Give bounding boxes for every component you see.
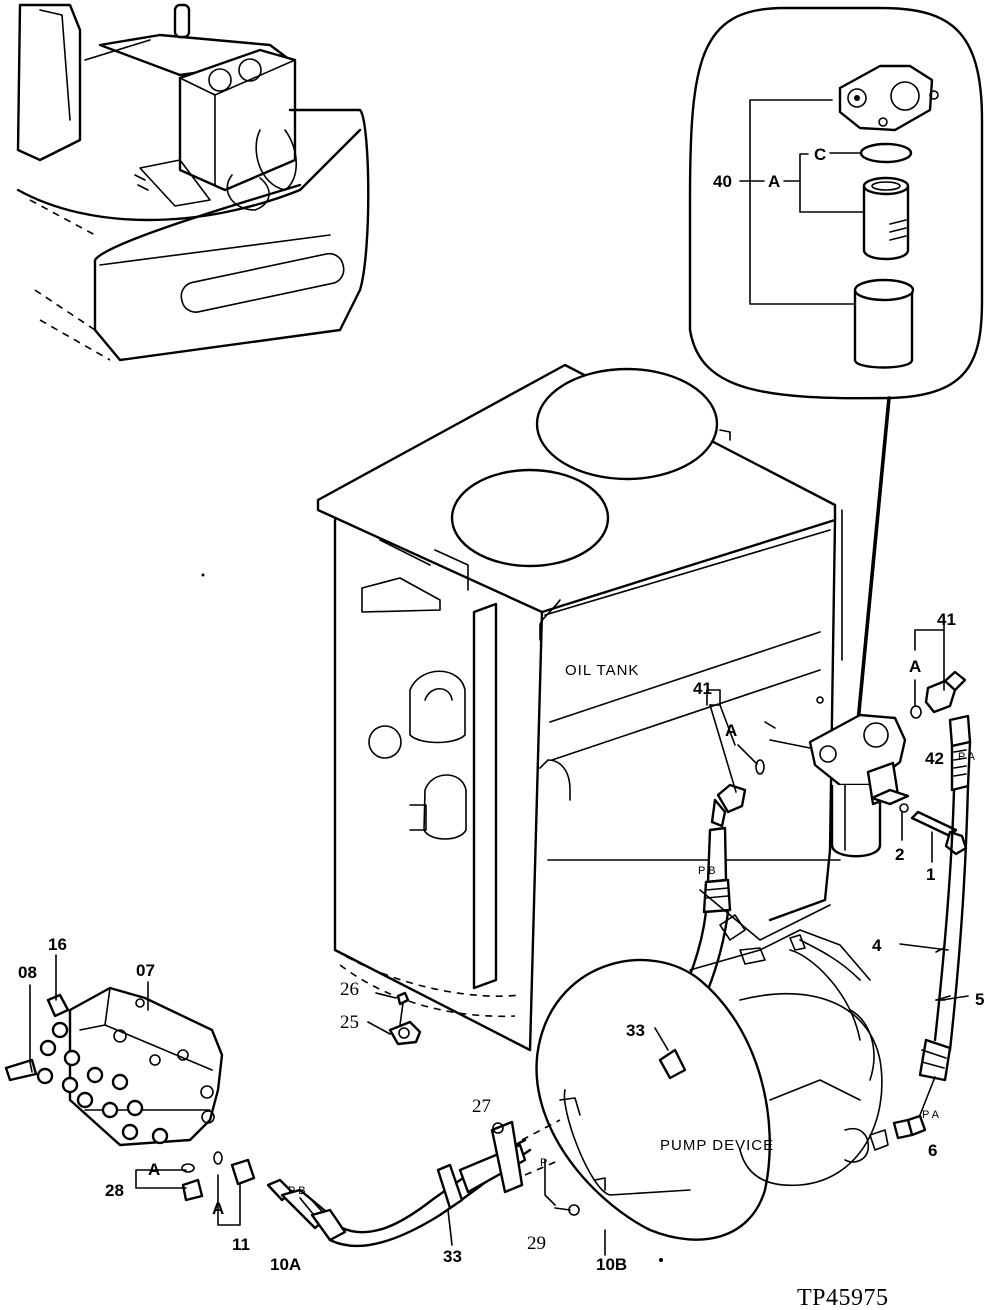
callout-5: 5 bbox=[975, 990, 984, 1009]
pump-device: PUMP DEVICE bbox=[535, 889, 889, 1241]
port-pb-lower: P B bbox=[288, 1185, 306, 1197]
callout-11: 11 bbox=[232, 1235, 250, 1254]
callout-2: 2 bbox=[895, 845, 904, 864]
filter-detail-bubble: 40 A C bbox=[688, 6, 984, 400]
port-pb-upper: P B bbox=[698, 865, 716, 877]
callout-41-right: 41 bbox=[937, 610, 956, 629]
callout-4: 4 bbox=[872, 936, 882, 955]
callout-A-28: A bbox=[148, 1160, 160, 1179]
callout-08: 08 bbox=[18, 963, 37, 982]
port-pa-upper: P A bbox=[958, 751, 976, 763]
oil-tank: OIL TANK bbox=[316, 363, 843, 1052]
callout-10B: 10B bbox=[596, 1255, 627, 1274]
port-pa-lower: P A bbox=[922, 1109, 940, 1121]
callout-27: 27 bbox=[472, 1096, 491, 1117]
callout-25: 25 bbox=[340, 1012, 359, 1033]
port-p-small: P bbox=[540, 1157, 547, 1169]
callout-29: 29 bbox=[527, 1233, 546, 1254]
machine-overview-inset bbox=[16, 3, 370, 362]
callout-1: 1 bbox=[926, 865, 935, 884]
callout-C-detail: C bbox=[814, 145, 826, 164]
callout-33-lower: 33 bbox=[443, 1247, 462, 1266]
callout-33-upper: 33 bbox=[626, 1021, 645, 1040]
callout-6: 6 bbox=[928, 1141, 937, 1160]
control-valve bbox=[4, 986, 224, 1147]
callout-41-left: 41 bbox=[693, 679, 712, 698]
callout-A-11: A bbox=[212, 1199, 224, 1218]
callout-40: 40 bbox=[713, 172, 732, 191]
callout-26: 26 bbox=[340, 979, 359, 1000]
callout-10A: 10A bbox=[270, 1255, 301, 1274]
callout-16: 16 bbox=[48, 935, 67, 954]
callout-42: 42 bbox=[925, 749, 944, 768]
callout-A-detail: A bbox=[768, 172, 780, 191]
callout-07: 07 bbox=[136, 961, 155, 980]
callout-A-41-right: A bbox=[909, 657, 921, 676]
figure-number: TP45975 bbox=[797, 1285, 889, 1310]
oil-tank-label: OIL TANK bbox=[565, 662, 639, 679]
callout-28: 28 bbox=[105, 1181, 124, 1200]
callout-A-41-left: A bbox=[725, 721, 737, 740]
pump-device-label: PUMP DEVICE bbox=[660, 1137, 774, 1154]
filter-assembly bbox=[808, 713, 907, 858]
